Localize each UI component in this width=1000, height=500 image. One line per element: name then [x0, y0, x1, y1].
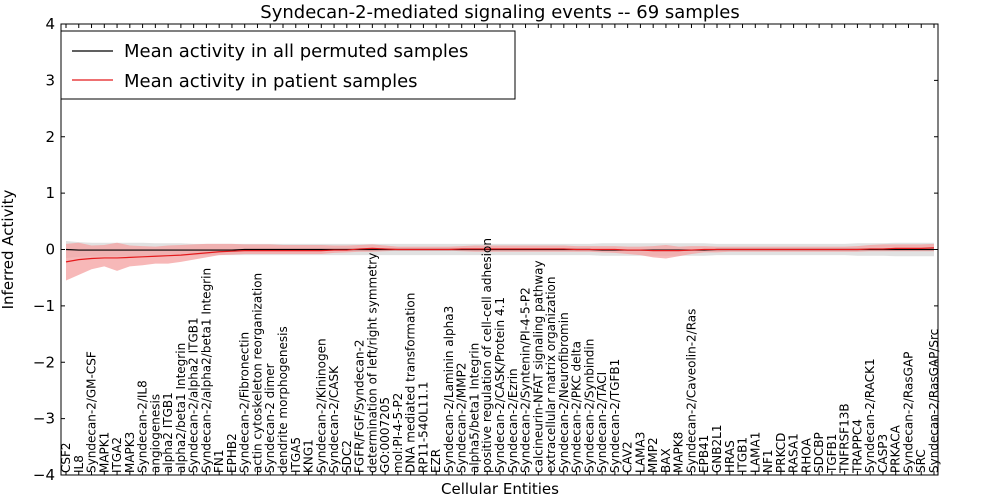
x-tick-label: LAMA1	[748, 432, 762, 473]
x-tick-label: alpha5/beta1 Integrin	[467, 343, 481, 473]
x-tick-label: RHOA	[799, 437, 813, 473]
series-lines	[65, 247, 935, 263]
x-tick-label: IL8	[72, 455, 86, 473]
x-tick-label: Syndecan-2/RasGAP	[901, 352, 915, 473]
x-tick-label: TNFRSF13B	[838, 403, 852, 474]
x-tick-label: DNA mediated transformation	[404, 293, 418, 473]
x-tick-label: calcineurin-NFAT signaling pathway	[531, 260, 545, 473]
x-tick-label: Syndecan-2/Fibronectin	[238, 332, 252, 473]
x-tick-label: FN1	[212, 449, 226, 473]
x-tick-label: Syndecan-2/alpha2/beta1 Integrin	[199, 268, 213, 473]
y-axis: −4 −3 −2 −1 0 1 2 3 4	[33, 15, 938, 484]
x-tick-label: mol:PI-4-5-P2	[391, 393, 405, 473]
x-tick-label: Syndecan-2/TGFB1	[608, 359, 622, 473]
y-tick-label: 2	[45, 128, 55, 146]
x-tick-label: MMP2	[646, 437, 660, 473]
x-tick-label: Syndecan-2/IL8	[136, 380, 150, 473]
x-tick-label: RASA1	[787, 433, 801, 473]
x-tick-label: Syndecan-2/Synbindin	[582, 339, 596, 473]
y-tick-label: −3	[33, 410, 55, 428]
x-tick-label: Syndecan-2/RACK1	[863, 358, 877, 473]
x-tick-label: alpha2/beta1 Integrin	[174, 343, 188, 473]
x-tick-label: HRAS	[723, 440, 737, 473]
x-tick-label: Syndecan-2/RasGAP/Src	[927, 329, 941, 473]
legend: Mean activity in all permuted samples Me…	[60, 30, 516, 100]
x-tick-label: SRC	[914, 449, 928, 473]
x-tick-label: angiogenesis	[148, 394, 162, 473]
x-tick-label: ITGA5	[289, 437, 303, 473]
x-tick-label: MAPK1	[97, 432, 111, 473]
x-tick-label: PRKACA	[889, 424, 903, 473]
x-tick-label: Syndecan-2/TACI	[595, 372, 609, 473]
legend-label-patient: Mean activity in patient samples	[124, 71, 418, 92]
x-tick-label: Syndecan-2/Ezrin	[506, 368, 520, 473]
x-tick-label: FGFR/FGF/Syndecan-2	[353, 340, 367, 473]
chart-title: Syndecan-2-mediated signaling events -- …	[260, 2, 739, 23]
x-tick-label: positive regulation of cell-cell adhesio…	[480, 238, 494, 473]
x-axis: CSF2IL8Syndecan-2/GM-CSFMAPK1ITGA2MAPK3S…	[59, 24, 941, 475]
x-tick-label: Syndecan-2/Kininogen	[314, 338, 328, 473]
x-tick-label: Syndecan-2/CASK/Protein 4.1	[493, 297, 507, 473]
x-tick-label: Syndecan-2/Neurofibromin	[557, 312, 571, 473]
legend-box	[60, 30, 516, 100]
x-tick-label: Syndecan-2/GM-CSF	[85, 351, 99, 473]
x-tick-label: EPHB2	[225, 433, 239, 473]
x-tick-label: ITGB1	[736, 437, 750, 473]
y-tick-label: 3	[45, 71, 55, 89]
x-tick-label: Syndecan-2/Caveolin-2/Ras	[684, 309, 698, 473]
y-axis-label: Inferred Activity	[0, 189, 17, 309]
y-tick-label: −2	[33, 353, 55, 371]
y-tick-label: 0	[45, 241, 55, 259]
band-patient	[66, 242, 934, 281]
x-tick-label: MAPK3	[123, 432, 137, 473]
x-tick-label: actin cytoskeleton reorganization	[250, 273, 264, 473]
x-tick-label: ITGA2	[110, 437, 124, 473]
x-tick-label: PRKCD	[774, 433, 788, 473]
x-tick-label: NF1	[761, 449, 775, 473]
x-tick-label: Syndecan-2/MMP2	[455, 363, 469, 473]
y-tick-label: −4	[33, 466, 55, 484]
x-tick-label: Syndecan-2/Syntenin/PI-4-5-P2	[519, 287, 533, 473]
x-tick-label: RP11-540L11.1	[416, 382, 430, 473]
y-tick-label: 4	[45, 15, 55, 33]
x-tick-label: GNB2L1	[710, 425, 724, 473]
x-tick-label: Syndecan-2 dimer	[263, 363, 277, 473]
x-tick-label: MAPK8	[672, 432, 686, 473]
x-tick-label: determination of left/right symmetry	[365, 253, 379, 473]
x-tick-label: EPB41	[697, 435, 711, 473]
x-tick-label: CASP3	[876, 434, 890, 473]
line-patient	[65, 247, 935, 263]
x-tick-label: TRAPPC4	[850, 419, 864, 474]
x-tick-label: Syndecan-2/Laminin alpha3	[442, 306, 456, 473]
legend-label-permuted: Mean activity in all permuted samples	[124, 41, 468, 62]
x-tick-label: LAMA3	[633, 432, 647, 473]
x-tick-label: Syndecan-2/alpha2 ITGB1	[187, 317, 201, 473]
x-tick-label: BAX	[659, 448, 673, 473]
y-tick-label: −1	[33, 297, 55, 315]
x-tick-label: Syndecan-2/PKC delta	[570, 341, 584, 473]
x-tick-label: KNG1	[302, 439, 316, 473]
x-tick-label: dendrite morphogenesis	[276, 326, 290, 473]
x-tick-label: CAV2	[621, 441, 635, 473]
x-tick-label: extracellular matrix organization	[544, 277, 558, 474]
x-tick-label: CSF2	[59, 442, 73, 473]
x-tick-label: EZR	[429, 449, 443, 473]
x-tick-label: GO:0007205	[378, 397, 392, 473]
x-tick-label: Syndecan-2/CASK	[327, 365, 341, 473]
x-tick-label: SDC2	[340, 440, 354, 473]
x-tick-label: TGFB1	[825, 434, 839, 474]
x-axis-label: Cellular Entities	[441, 480, 559, 498]
x-tick-label: alpha2 ITGB1	[161, 392, 175, 473]
x-tick-label: SDCBP	[812, 432, 826, 473]
y-tick-label: 1	[45, 184, 55, 202]
